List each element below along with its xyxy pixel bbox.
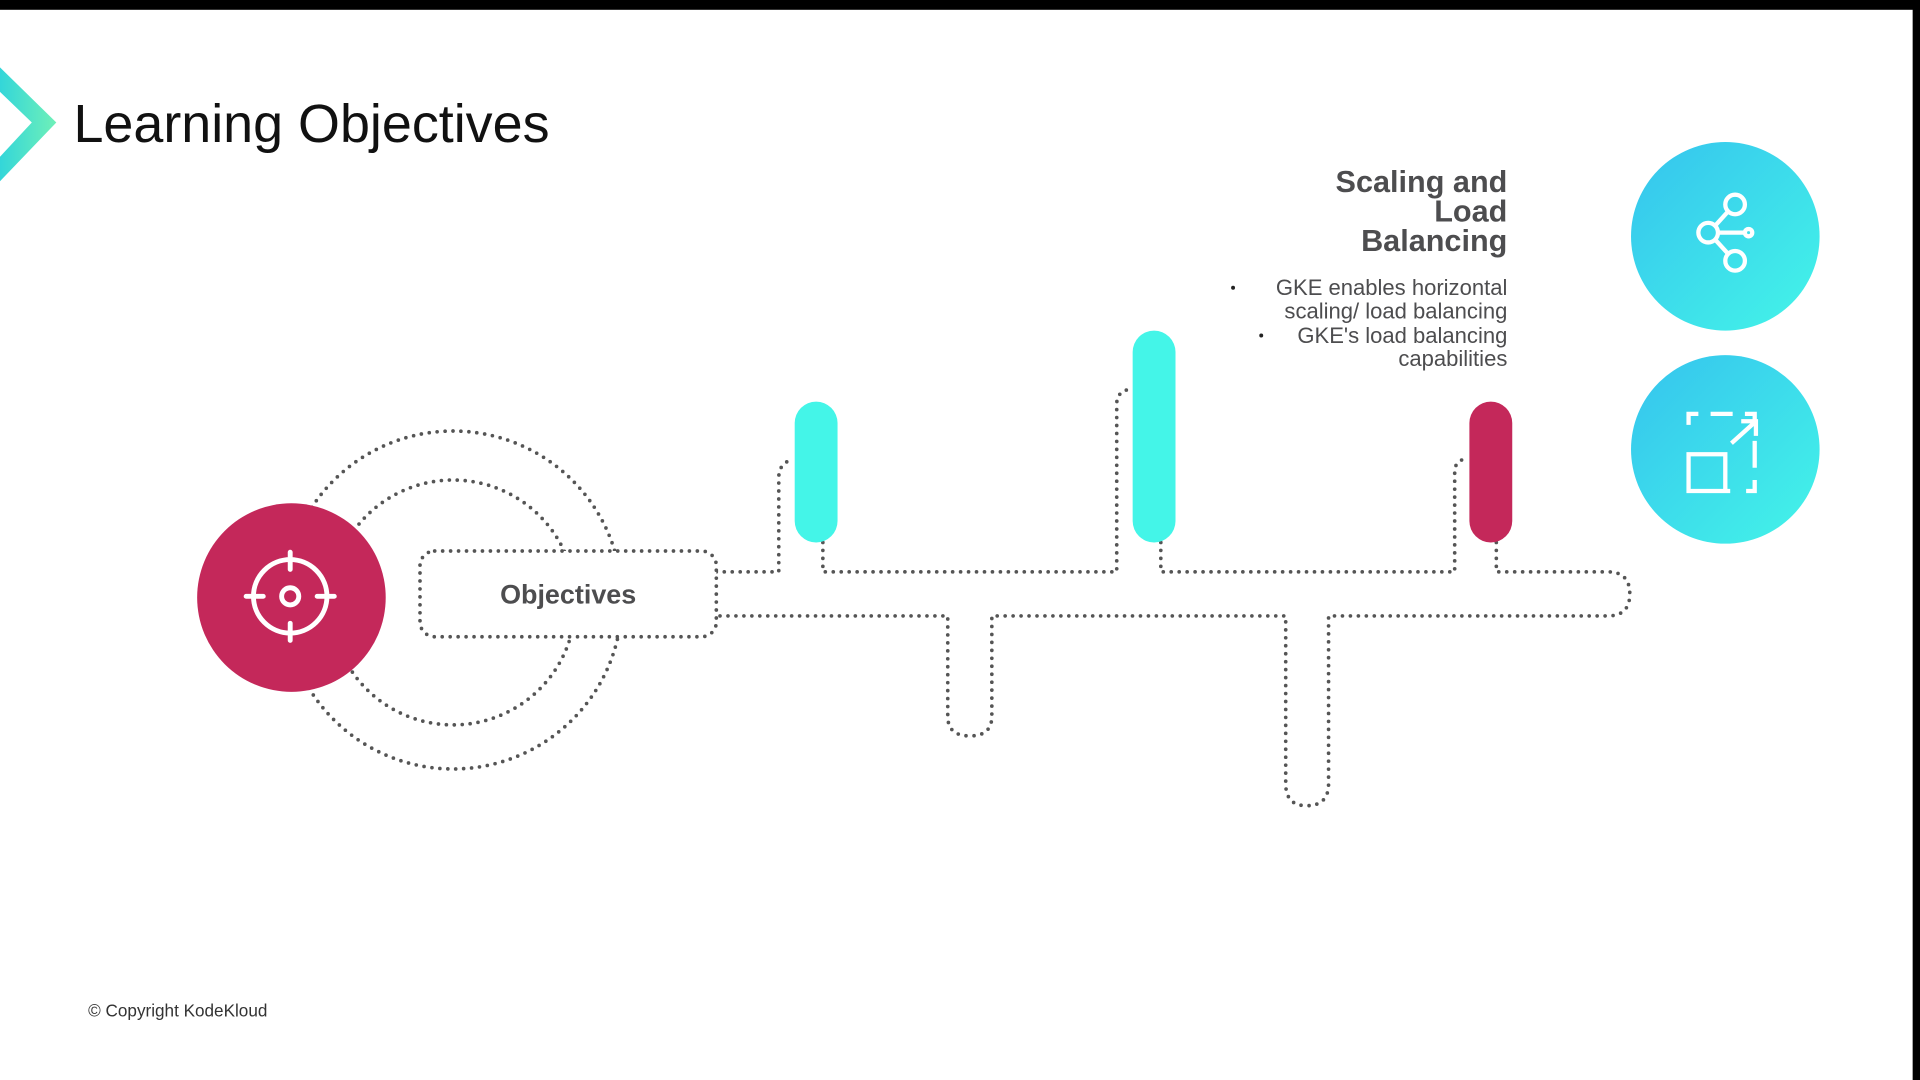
dotted-track [714, 387, 1632, 808]
objectives-box [418, 549, 719, 639]
target-icon [197, 503, 386, 692]
bullet-line: capabilities [1398, 346, 1507, 371]
section-heading: Scaling and Load Balancing [1336, 165, 1508, 258]
scale-up-icon [1631, 355, 1820, 544]
bullet-list: GKE enables horizontal scaling/ load bal… [1231, 275, 1507, 371]
heading-line: Load [1434, 195, 1507, 229]
copyright-text: © Copyright KodeKloud [88, 1000, 267, 1020]
heading-line: Balancing [1361, 224, 1507, 258]
heading-line: Scaling and [1336, 165, 1508, 199]
timeline-pill-3-active [1469, 401, 1513, 543]
share-nodes-icon [1631, 142, 1820, 331]
page-title: Learning Objectives [73, 94, 549, 154]
chevron-logo-icon [0, 67, 57, 182]
bullet-dot [1231, 285, 1236, 290]
timeline-pill-2 [1132, 330, 1176, 543]
bullet-line: GKE's load balancing [1297, 323, 1507, 348]
objectives-label: Objectives [500, 580, 636, 610]
timeline-pill-1 [794, 401, 838, 543]
bullet-dot [1259, 333, 1264, 338]
bullet-line: scaling/ load balancing [1284, 298, 1507, 323]
top-bar [0, 0, 1920, 10]
right-bar [1912, 0, 1920, 1080]
bullet-line: GKE enables horizontal [1276, 275, 1507, 300]
